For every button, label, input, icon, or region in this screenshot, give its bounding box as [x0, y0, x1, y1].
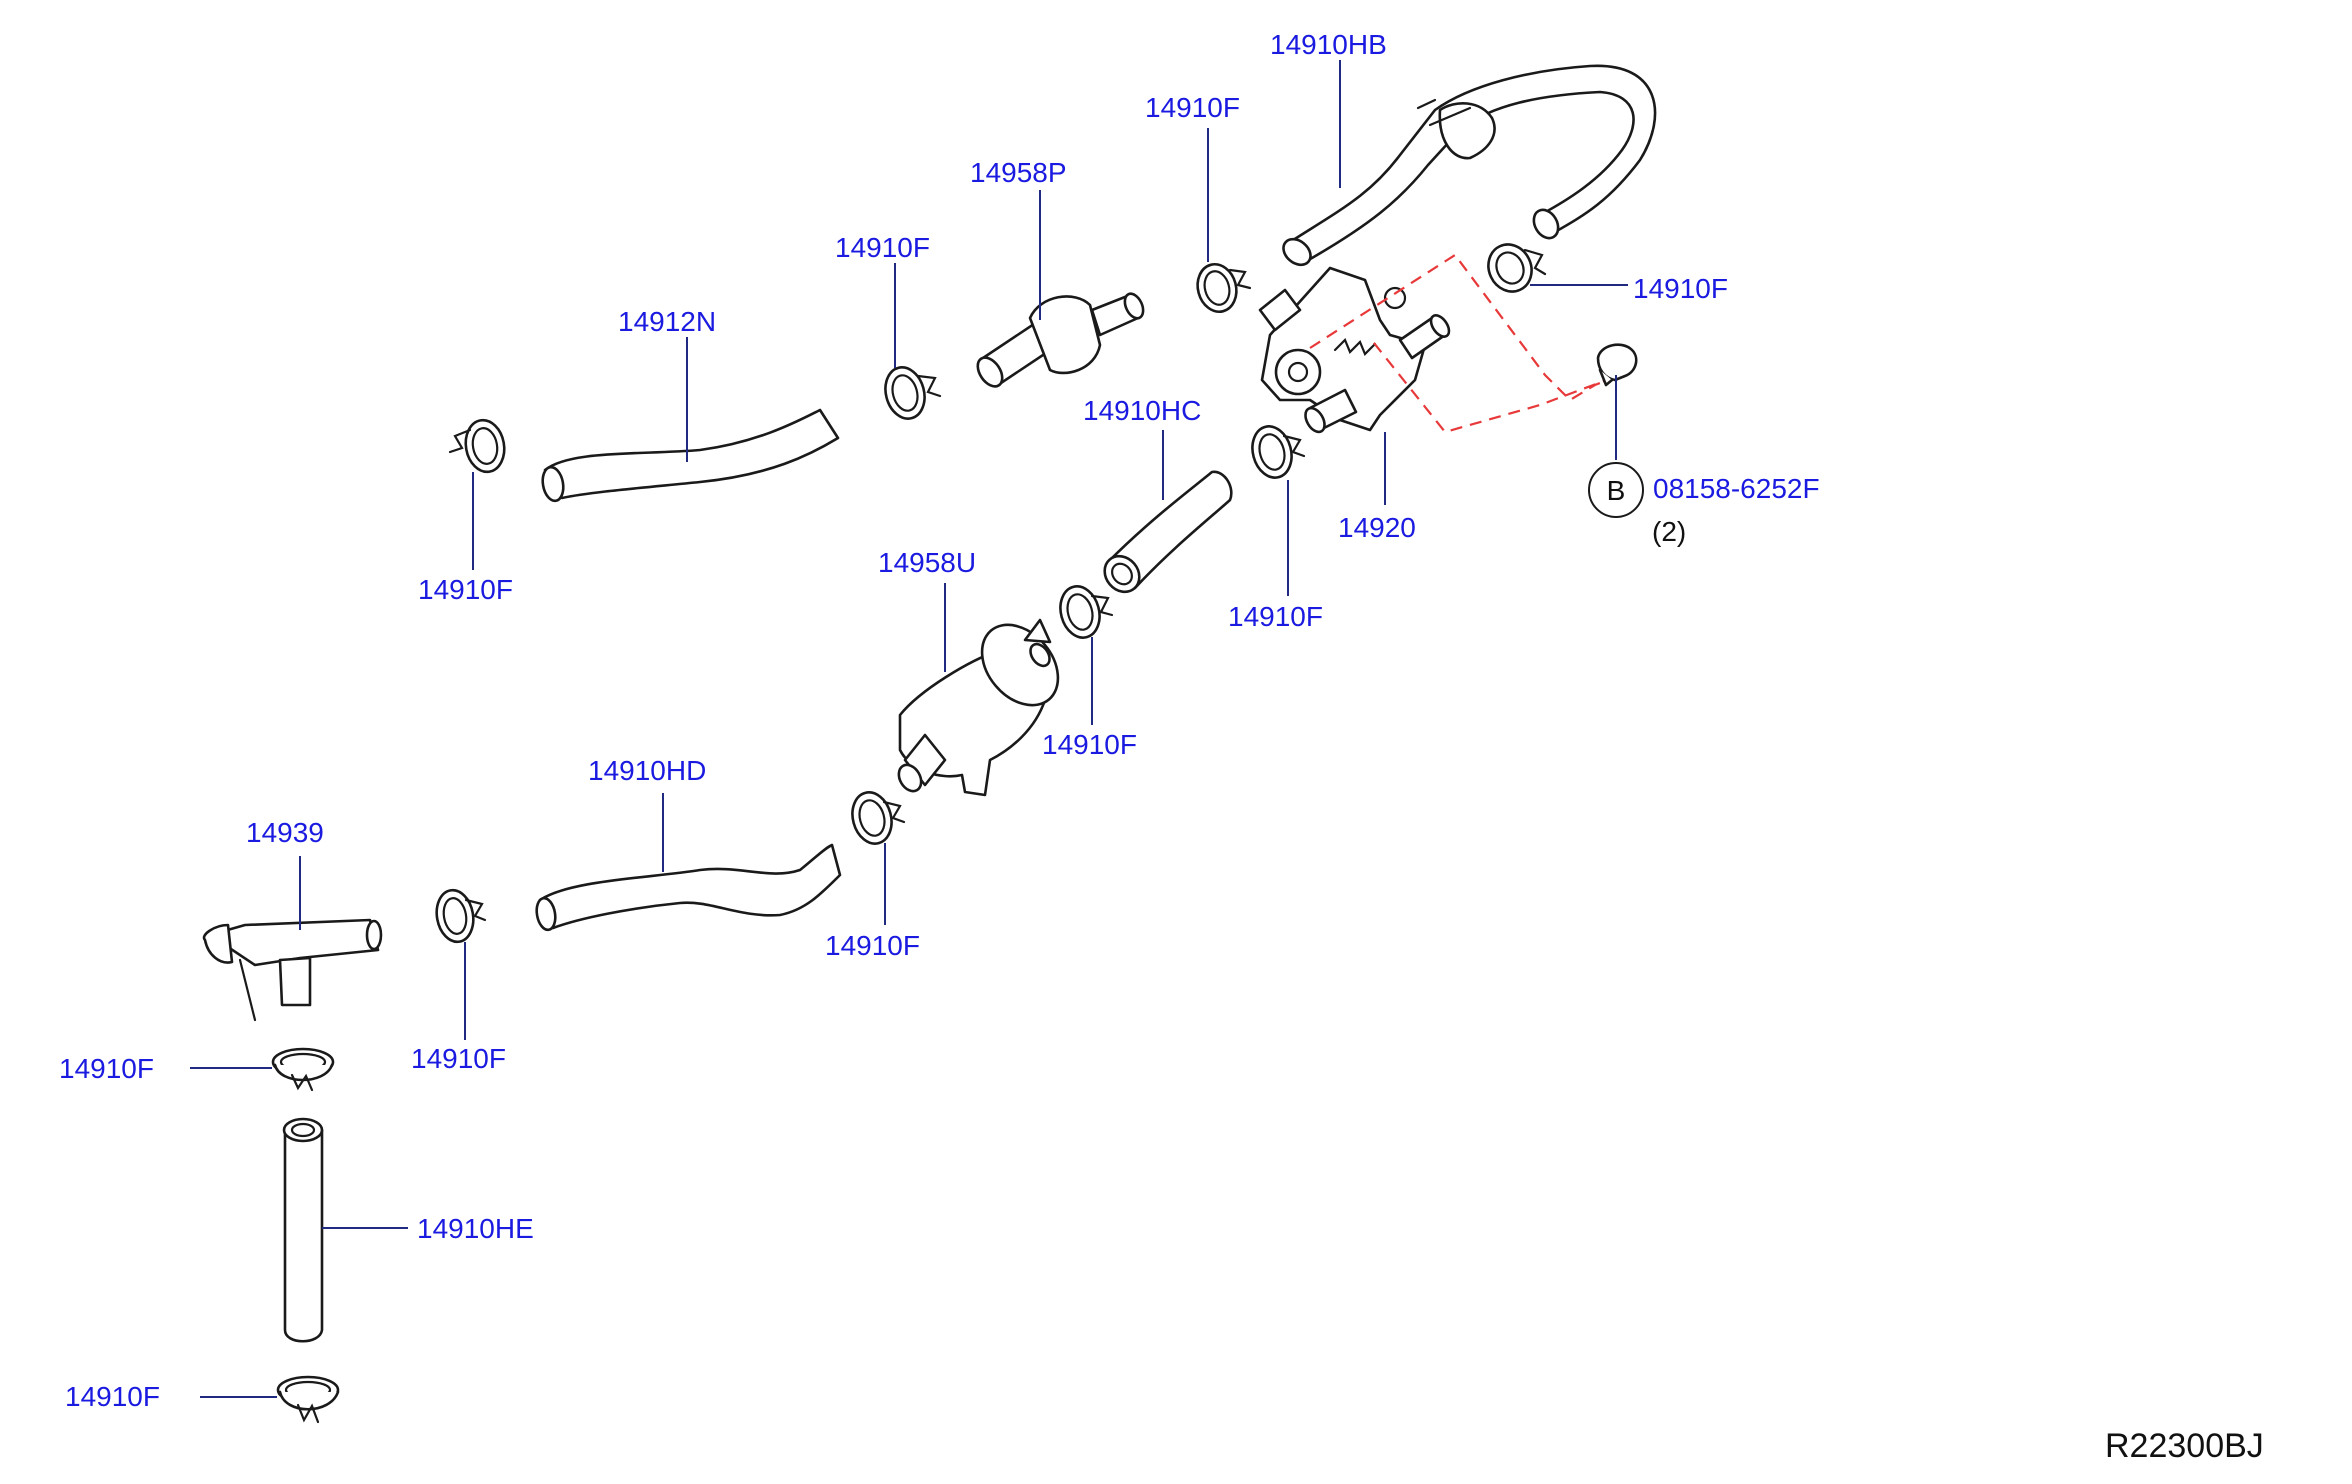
- clamp-14910F-e: [435, 888, 487, 944]
- label-14910HE: 14910HE: [417, 1213, 534, 1244]
- bolt-callout-letter: B: [1607, 475, 1626, 506]
- label-14910F-right: 14910F: [1633, 273, 1728, 304]
- hose-14910HD: [535, 843, 842, 932]
- hose-14910HB: [1282, 64, 1657, 267]
- label-14910F-c: 14910F: [1042, 729, 1137, 760]
- label-14910HC: 14910HC: [1083, 395, 1201, 426]
- hose-14912N: [541, 408, 840, 503]
- label-bolt-part: 08158-6252F: [1653, 473, 1820, 504]
- valve-14920: [1258, 266, 1451, 434]
- label-14910F-e: 14910F: [411, 1043, 506, 1074]
- label-14910F-top: 14910F: [1145, 92, 1240, 123]
- clamp-14910F-g: [276, 1375, 340, 1424]
- label-14910F-d: 14910F: [825, 930, 920, 961]
- phantom-outline: [1309, 253, 1621, 434]
- label-bolt-qty: (2): [1652, 516, 1686, 547]
- clamp-14910F-top: [1196, 263, 1252, 313]
- clamp-14910F-right: [1487, 243, 1547, 293]
- label-14910F-left: 14910F: [418, 574, 513, 605]
- bolt-08158-6252F: [1596, 343, 1638, 387]
- clamp-14910F-d: [851, 791, 906, 845]
- valve-14958P: [976, 292, 1145, 388]
- label-14920: 14920: [1338, 512, 1416, 543]
- hose-14910HE: [282, 1117, 324, 1343]
- clamp-14910F-b: [884, 366, 942, 420]
- filter-14958U: [897, 618, 1060, 797]
- clamp-14910F-left: [448, 418, 506, 474]
- label-14910F-g: 14910F: [65, 1381, 160, 1412]
- clamp-14910F-f: [271, 1047, 335, 1092]
- connector-14939: [202, 918, 383, 1022]
- label-14939: 14939: [246, 817, 324, 848]
- hose-14910HC: [1103, 470, 1233, 594]
- label-14912N: 14912N: [618, 306, 716, 337]
- label-14910HD: 14910HD: [588, 755, 706, 786]
- leader-lines: [190, 60, 1628, 1398]
- label-14910F-mid: 14910F: [1228, 601, 1323, 632]
- clamp-14910F-mid: [1251, 425, 1306, 479]
- label-14958U: 14958U: [878, 547, 976, 578]
- label-14958P: 14958P: [970, 157, 1067, 188]
- clamp-14910F-c: [1059, 585, 1114, 639]
- label-14910F-f: 14910F: [59, 1053, 154, 1084]
- label-14910F-b: 14910F: [835, 232, 930, 263]
- bolt-callout-circle: [1588, 462, 1644, 518]
- label-14910HB: 14910HB: [1270, 29, 1387, 60]
- diagram-reference: R22300BJ: [2105, 1427, 2264, 1465]
